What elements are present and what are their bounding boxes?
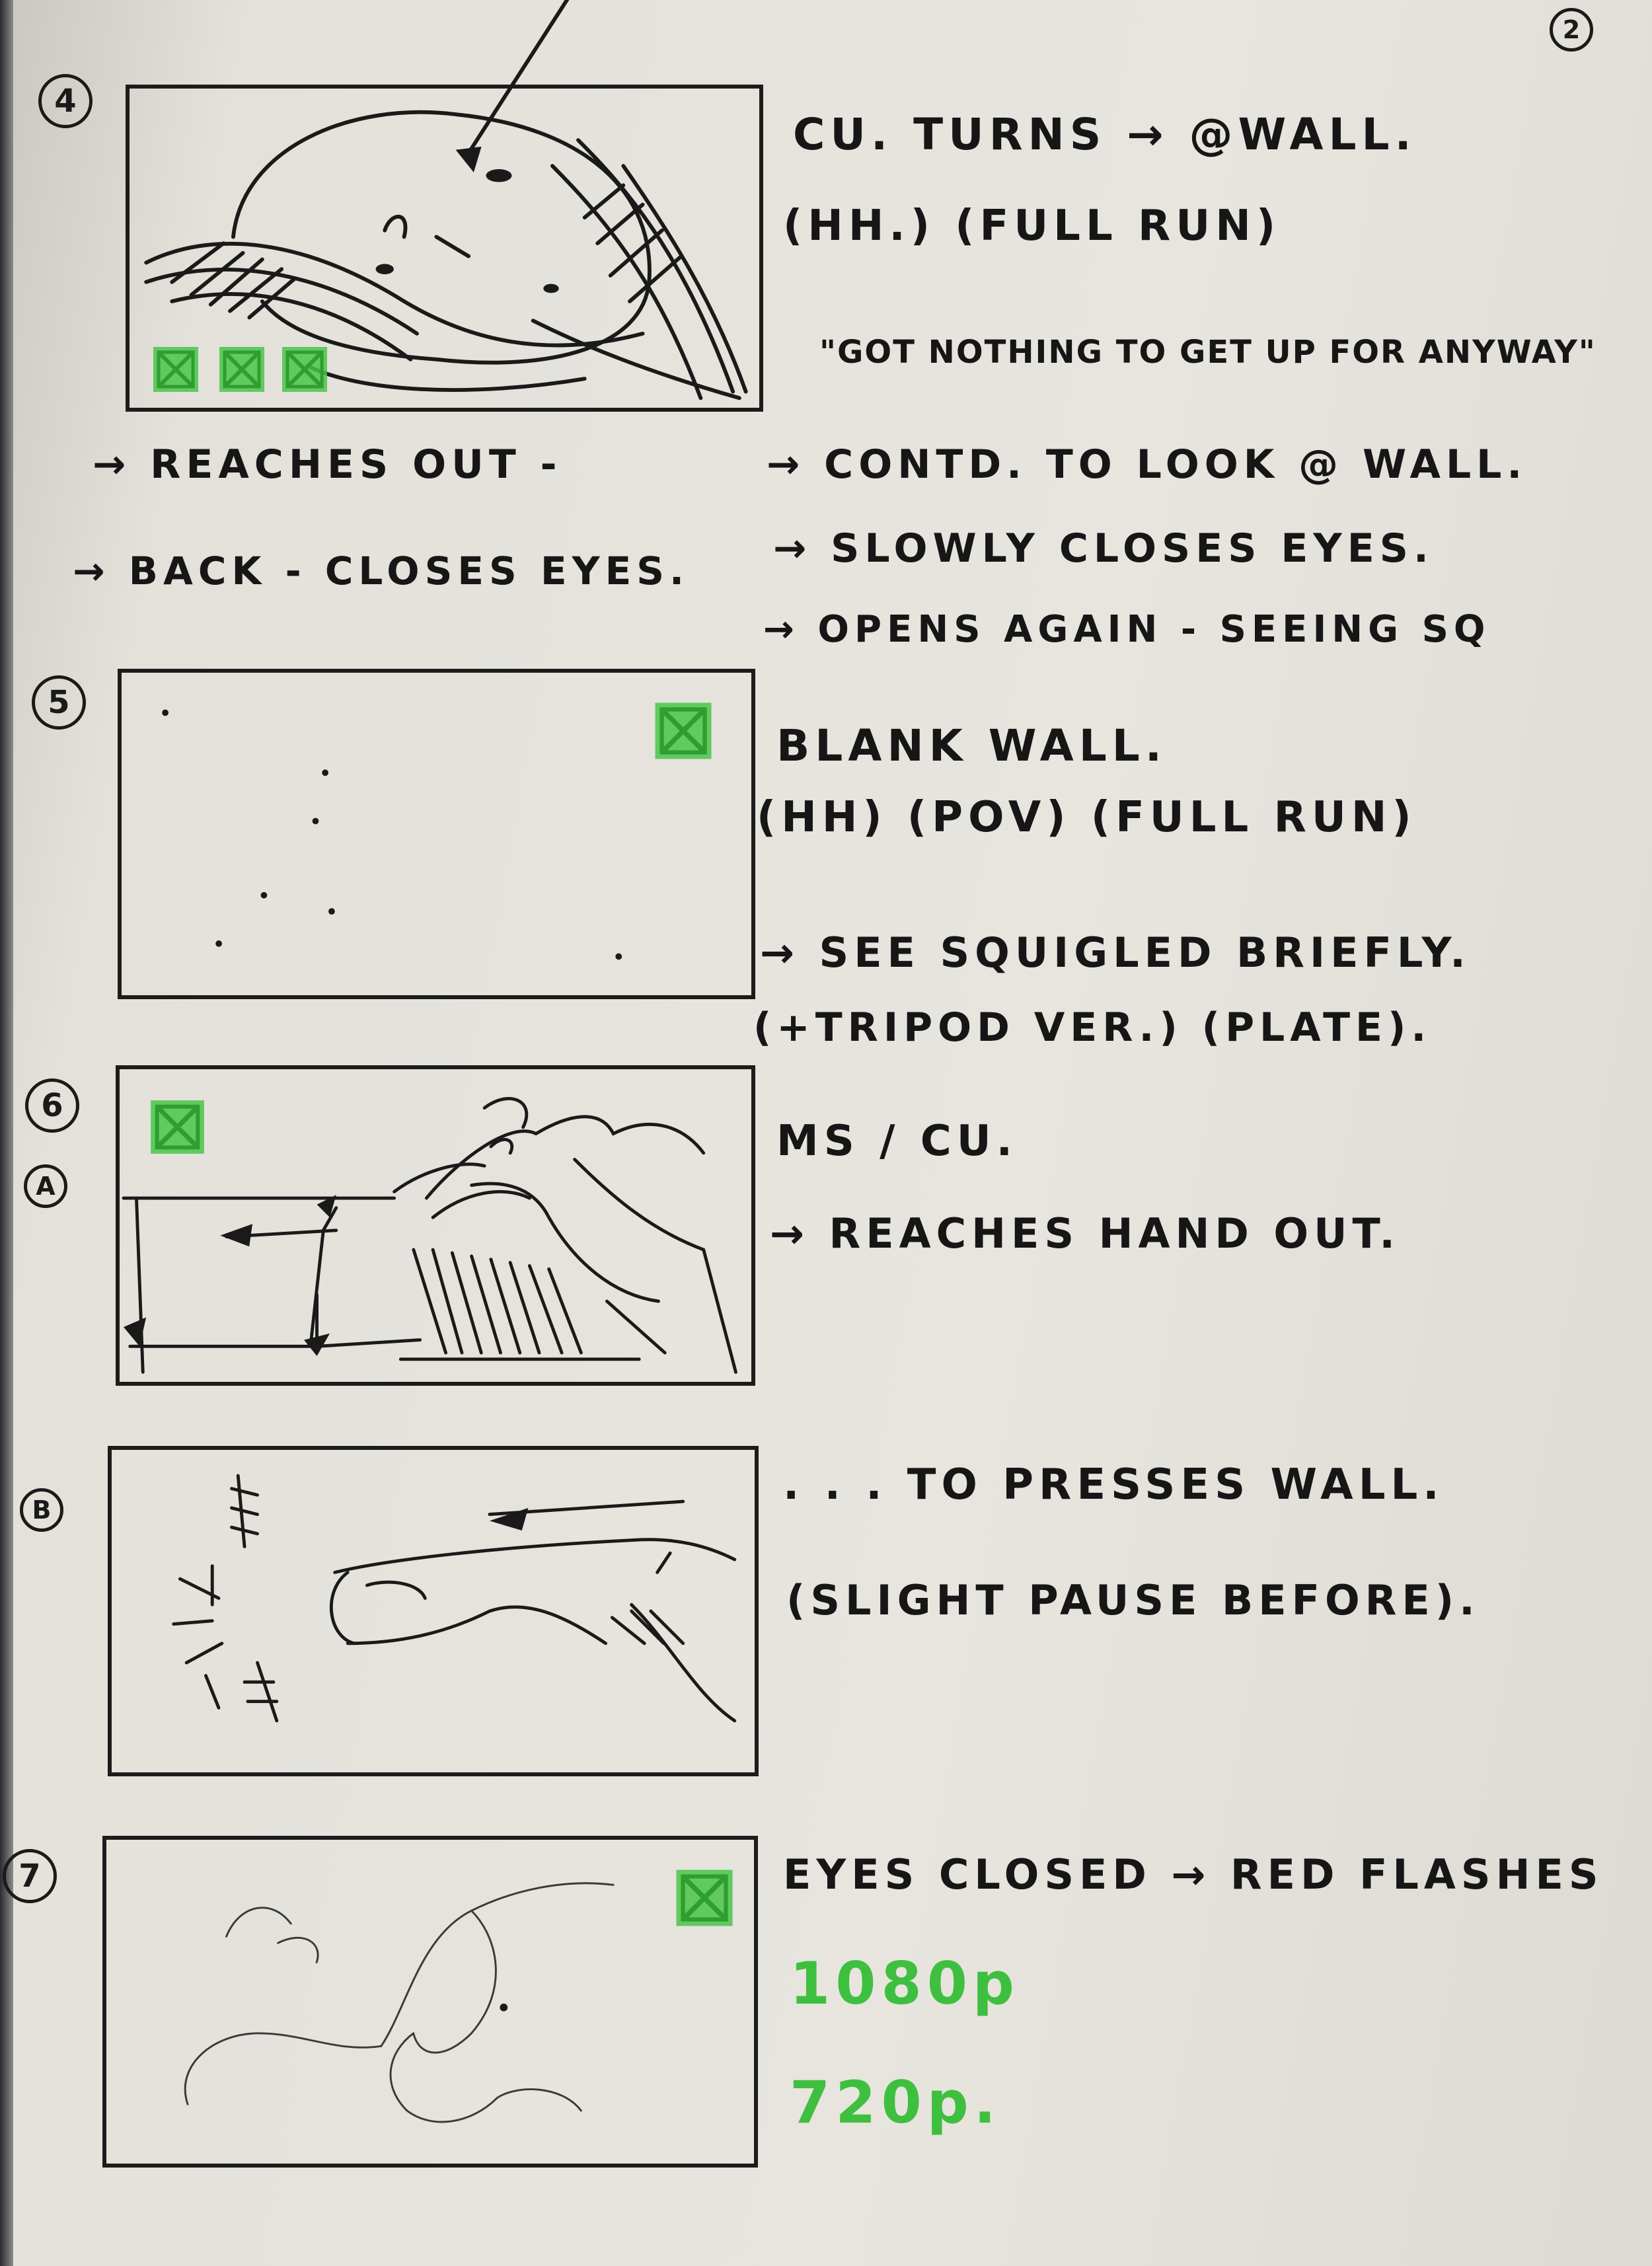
shot-sub-label: B [32,1495,52,1525]
shot-5-note-4: (+TRIPOD VER.) (PLATE). [753,1004,1432,1051]
shot-6b-sketch [172,1474,737,1723]
shot-sub-label: A [36,1172,56,1201]
shot-6a-panel [116,1065,755,1386]
shot-number-5: 5 [32,675,86,730]
shot-number-4: 4 [38,74,93,128]
shot-5-note-2: (HH) (POV) (FULL RUN) [757,793,1417,842]
shot-sub-label-b: B [20,1488,63,1532]
page-number-label: 2 [1562,15,1581,44]
shot-5-sketch [162,709,622,960]
shot-7-resolution-720p: 720p. [790,2068,1002,2136]
shot-number-label: 7 [19,1858,41,1895]
shot-7-sketch [184,1882,615,2123]
shot-6a-sketch [122,1097,737,1374]
shot-6a-note-2: → REACHES HAND OUT. [770,1209,1400,1258]
green-crossed-square-icon [215,343,268,396]
shot-5-note-1: BLANK WALL. [776,720,1167,771]
shot-4-panel [126,0,763,412]
green-crossed-square-icon [671,1865,737,1931]
shot-7-resolution-1080p: 1080p [790,1949,1020,2018]
shot-4-note-6: → OPENS AGAIN - SEEING SQ [763,608,1491,651]
shot-7-panel [102,1836,758,2168]
green-crossed-square-icon [278,343,331,396]
page-number: 2 [1550,8,1593,52]
shot-6b-panel [108,1446,759,1776]
page-edge-shadow [0,0,13,2266]
shot-number-7: 7 [3,1849,57,1903]
shot-number-label: 4 [54,83,77,120]
shot-6b-note-1: . . . TO PRESSES WALL. [783,1460,1445,1509]
shot-4-dialogue: "GOT NOTHING TO GET UP FOR ANYWAY" [819,334,1596,371]
shot-7-note-1: EYES CLOSED → RED FLASHES [783,1850,1604,1899]
green-crossed-square-icon [650,698,716,764]
shot-6b-note-2: (SLIGHT PAUSE BEFORE). [786,1576,1480,1624]
green-crossed-square-icon [146,1096,209,1158]
shot-5-panel [118,669,755,999]
shot-4-note-2: (HH.) (FULL RUN) [783,202,1281,250]
shot-4-note-4: → CONTD. TO LOOK @ WALL. [767,441,1528,488]
shot-5-note-3: → SEE SQUIGLED BRIEFLY. [760,928,1471,977]
shot-6a-note-1: MS / CU. [776,1117,1018,1166]
shot-4-note-5: → SLOWLY CLOSES EYES. [773,525,1434,572]
shot-4-note-1: CU. TURNS → @WALL. [793,109,1417,160]
shot-4-sketch [144,0,748,400]
shot-number-label: 6 [41,1087,63,1124]
shot-sub-label-a: A [24,1164,67,1208]
shot-4-below-2: → BACK - CLOSES EYES. [73,548,690,593]
shot-4-below-1: → REACHES OUT - [93,441,562,488]
shot-number-6: 6 [25,1078,79,1133]
shot-number-label: 5 [48,684,70,721]
green-crossed-square-icon [149,343,202,396]
